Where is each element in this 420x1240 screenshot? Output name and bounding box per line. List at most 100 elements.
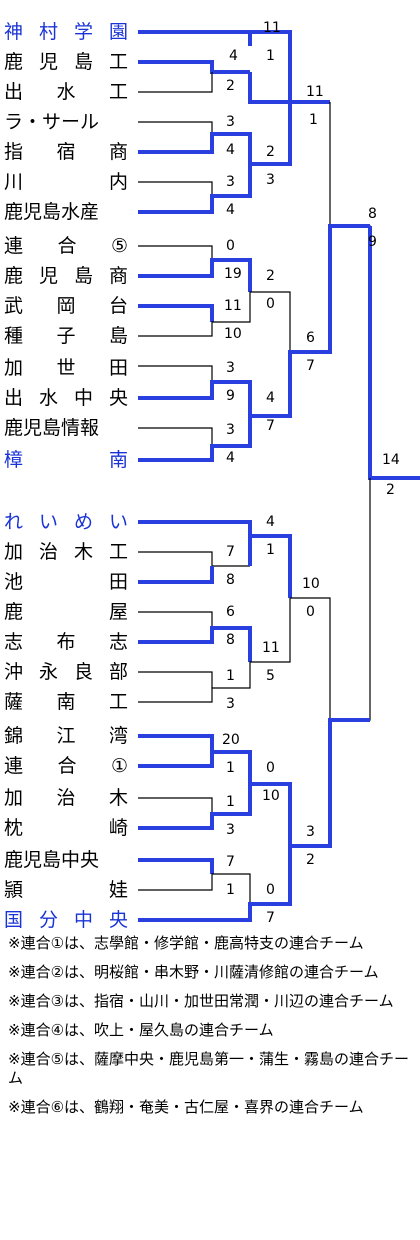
bracket-line [138,291,291,352]
score-label: 5 [266,668,275,684]
team-name: 加世田 [4,357,128,379]
notes: ※連合①は、志學館・修学館・鹿高特支の連合チーム ※連合②は、明桜館・串木野・川… [8,934,416,1127]
score-label: 3 [306,824,315,840]
bracket-line [138,72,213,93]
score-label: 19 [224,266,242,282]
score-label: 1 [266,48,275,64]
bracket-line [138,873,251,904]
winner-path [368,226,420,480]
team-name: 加治木工 [4,541,128,563]
team-name: 鹿児島工 [4,51,128,73]
bracket-line [138,121,213,134]
note-item: ※連合③は、指宿・山川・加世田常潤・川辺の連合チーム [8,992,394,1010]
team-name: 錦江湾 [4,725,128,747]
bracket-line [138,598,291,703]
winner-path [138,60,250,74]
score-label: 4 [229,48,238,64]
winner-path [138,784,252,830]
winner-path [138,224,370,462]
score-label: 7 [226,854,235,870]
winner-path [138,734,214,752]
team-name: 川内 [4,171,128,193]
score-label: 2 [386,482,395,498]
note-item: ※連合④は、吹上・屋久島の連合チーム [8,1021,274,1039]
score-label: 4 [226,450,235,466]
score-label: 4 [226,142,235,158]
winner-path [138,858,214,874]
score-label: 6 [226,604,235,620]
score-label: 3 [226,422,235,438]
winner-path [138,102,292,214]
winner-path [138,30,252,46]
bracket-line [138,671,213,688]
score-label: 8 [368,206,377,222]
score-label: 10 [302,576,320,592]
score-label: 9 [226,388,235,404]
score-label: 4 [226,202,235,218]
bracket-line [138,181,213,196]
team-name: 出水中央 [4,387,128,409]
score-label: 3 [226,114,235,130]
score-label: 1 [226,760,235,776]
winner-path [138,258,252,292]
bracket-lines [138,30,420,922]
score-label: 11 [262,640,280,656]
score-label: 14 [382,452,400,468]
score-label: 1 [226,882,235,898]
team-name: 鹿児島中央 [4,849,100,871]
note-item: ※連合②は、明桜館・串木野・川薩清修館の連合チーム [8,963,379,981]
winner-path [248,30,330,104]
team-name: 沖永良部 [4,661,128,683]
team-name: 鹿屋 [4,601,128,623]
score-label: 20 [222,732,240,748]
score-label: 0 [266,760,275,776]
score-label: 9 [368,234,377,250]
score-label: 7 [226,544,235,560]
score-label: 0 [306,604,315,620]
bracket-line [138,245,213,260]
note-item: ※連合⑤は、薩摩中央・鹿児島第一・蒲生・霧島の連合チーム [8,1050,410,1087]
winner-path [138,380,252,416]
score-label: 10 [262,788,280,804]
score-label: 1 [226,668,235,684]
winner-path [138,132,252,164]
winner-path [138,718,370,922]
score-label: 4 [266,514,275,530]
winner-path [138,750,292,846]
score-label: 10 [224,326,242,342]
score-label: 7 [266,910,275,926]
team-name: 鹿児島商 [4,265,128,287]
bracket-line [138,797,213,814]
score-label: 7 [306,358,315,374]
score-label: 2 [266,268,275,284]
team-name: 池田 [4,571,128,593]
score-label: 3 [226,174,235,190]
winner-path [138,566,214,584]
team-name: 頴娃 [4,879,128,901]
score-label: 2 [226,78,235,94]
team-name: れいめい [4,511,128,533]
score-label: 3 [226,822,235,838]
bracket-line [138,365,213,382]
team-name: 武岡台 [4,295,128,317]
winner-path [138,626,252,662]
bracket-line [138,551,250,567]
note-item: ※連合⑥は、鶴翔・奄美・古仁屋・喜界の連合チーム [8,1098,364,1116]
score-label: 0 [266,882,275,898]
team-name: 志布志 [4,631,128,653]
score-label: 8 [226,572,235,588]
team-name: 国分中央 [4,909,128,931]
score-label: 1 [226,794,235,810]
team-name: 鹿児島水産 [4,201,100,223]
score-label: 7 [266,418,275,434]
bracket-line [138,427,213,446]
score-label: 1 [266,542,275,558]
score-label: 1 [309,112,318,128]
score-label: 2 [266,144,275,160]
score-label: 11 [263,20,281,36]
score-label: 3 [226,696,235,712]
score-label: 2 [306,852,315,868]
team-name: 樟南 [4,449,128,471]
bracket-line [138,611,213,628]
